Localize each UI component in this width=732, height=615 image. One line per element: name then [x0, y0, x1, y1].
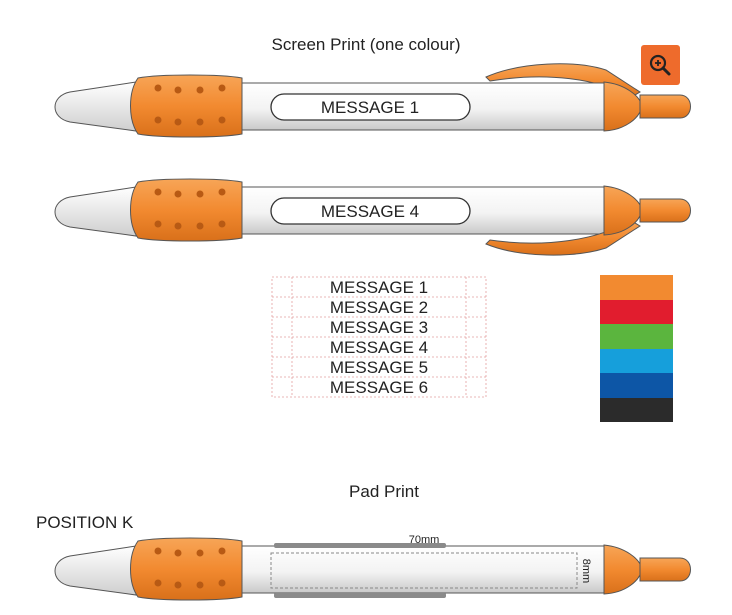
pen-3-plunger	[639, 557, 691, 582]
message-row-5: MESSAGE 5	[329, 358, 429, 377]
swatch-orange	[600, 275, 673, 300]
pad-print-title: Pad Print	[349, 482, 419, 501]
message-table: MESSAGE 1 MESSAGE 2 MESSAGE 3 MESSAGE 4 …	[272, 277, 486, 397]
pen-1: MESSAGE 1	[54, 63, 691, 138]
pen-2-grip	[130, 178, 243, 242]
pen-1-barrel	[235, 82, 609, 131]
pen-1-cap	[603, 81, 643, 132]
pen-1-plunger	[639, 94, 691, 119]
pen-1-message-box	[270, 93, 471, 121]
pen-1-clip	[485, 63, 641, 99]
color-swatches	[600, 275, 673, 422]
swatch-light-blue	[600, 348, 673, 373]
pen-3-barrel	[235, 545, 609, 594]
swatch-green	[600, 324, 673, 349]
pen-3-clip-bottom	[274, 593, 446, 598]
pen-3-tip	[54, 545, 137, 596]
screen-print-title: Screen Print (one colour)	[271, 35, 461, 54]
pen-2-barrel	[235, 186, 609, 235]
message-row-1: MESSAGE 1	[329, 278, 429, 297]
pen-3-dim-height: 8mm	[580, 559, 592, 583]
message-row-3: MESSAGE 3	[329, 318, 429, 337]
swatch-dark-blue	[600, 373, 673, 398]
pen-2-message: MESSAGE 4	[321, 202, 419, 221]
pen-1-tip	[54, 81, 137, 132]
zoom-in-icon	[649, 54, 671, 76]
swatch-black	[600, 397, 673, 422]
message-row-2: MESSAGE 2	[329, 298, 429, 317]
message-row-4: MESSAGE 4	[329, 338, 429, 357]
pen-2-message-box	[270, 197, 471, 225]
pen-3-grip	[130, 537, 243, 601]
zoom-button[interactable]	[641, 45, 680, 85]
pen-3-dim-width: 70mm	[409, 534, 440, 546]
message-row-6: MESSAGE 6	[329, 378, 429, 397]
swatch-red	[600, 299, 673, 324]
position-label: POSITION K	[36, 513, 134, 532]
pen-3: 70mm 8mm	[54, 534, 691, 601]
pen-2-plunger	[639, 198, 691, 223]
pen-3-cap	[603, 544, 643, 595]
pen-2-cap	[603, 185, 643, 236]
pen-1-grip	[130, 74, 243, 138]
pen-2-tip	[54, 186, 137, 237]
pen-1-message: MESSAGE 1	[321, 98, 419, 117]
pen-3-print-area	[270, 552, 578, 589]
pen-2: MESSAGE 4	[54, 178, 691, 256]
pen-2-clip	[485, 219, 641, 256]
pen-3-clip-top	[274, 543, 446, 548]
